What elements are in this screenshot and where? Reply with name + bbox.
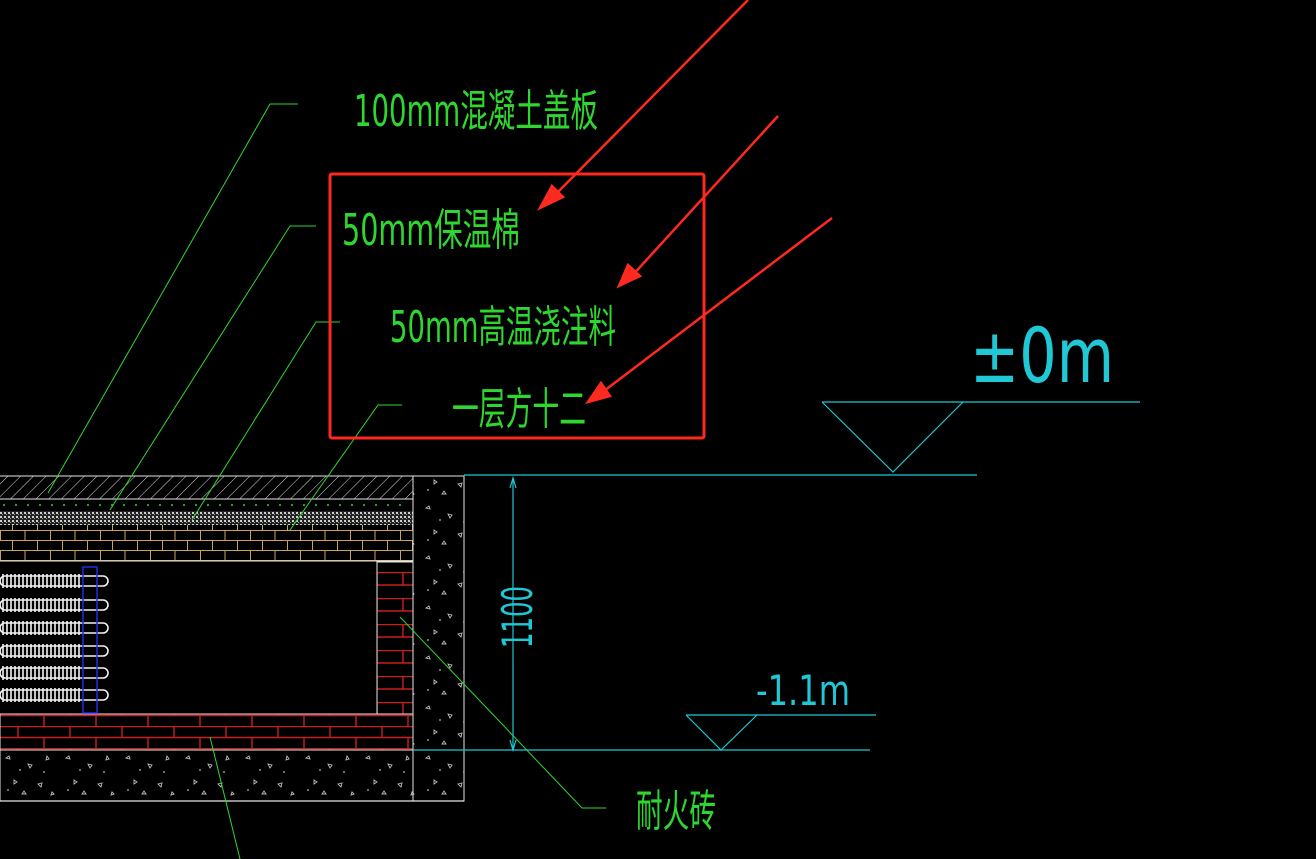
right-firebrick-column (376, 561, 414, 715)
insulation-layer (0, 500, 413, 511)
leader-brick (289, 404, 402, 531)
arrow-1-shaft (551, 0, 749, 199)
elevation-bottom: -1.1m (756, 666, 850, 715)
heating-rod (0, 666, 109, 680)
label-concrete-cover: 100mm混凝土盖板 (354, 86, 598, 137)
ground-triangle (821, 401, 964, 473)
insulation-dot (171, 504, 173, 506)
leader-castable (191, 321, 340, 521)
leader-firebrick (399, 616, 606, 809)
insulation-dot (399, 504, 401, 506)
label-insulation-wool: 50mm保温棉 (342, 205, 520, 256)
insulation-dot (351, 504, 353, 506)
insulation-dot (75, 504, 77, 506)
right-outer-wall (412, 475, 465, 802)
label-castable: 50mm高温浇注料 (390, 302, 616, 353)
arrow-1-head (537, 183, 566, 211)
insulation-dot (27, 504, 29, 506)
insulation-dot (3, 504, 5, 506)
heating-rod (0, 688, 109, 702)
insulation-dot (39, 504, 41, 506)
heating-rod (0, 574, 109, 588)
insulation-dot (339, 504, 341, 506)
insulation-dot (279, 504, 281, 506)
insulation-dot (183, 504, 185, 506)
arrow-3-shaft (599, 217, 833, 395)
leader-insulation (109, 225, 316, 511)
bottom-concrete (0, 749, 414, 802)
bottom-triangle (685, 714, 758, 751)
heating-rod (0, 644, 109, 658)
elevation-marks (413, 401, 1140, 753)
insulation-dot (63, 504, 65, 506)
insulation-dot (363, 504, 365, 506)
insulation-dot (303, 504, 305, 506)
castable-layer (0, 511, 413, 525)
insulation-dot (267, 504, 269, 506)
arrow-2-shaft (629, 115, 779, 279)
insulation-dot (99, 504, 101, 506)
elevation-ground: ±0m (970, 311, 1114, 400)
concrete-cover-layer (0, 476, 413, 499)
leader-lines (47, 103, 606, 859)
insulation-dot (243, 504, 245, 506)
leader-concrete-cover (47, 103, 298, 494)
insulation-dot (51, 504, 53, 506)
insulation-dot (195, 504, 197, 506)
dimension-depth: 1100 (493, 586, 542, 648)
insulation-dot (231, 504, 233, 506)
insulation-dot (315, 504, 317, 506)
insulation-dot (87, 504, 89, 506)
rod-support (82, 566, 98, 714)
bottom-firebrick-row (0, 713, 414, 751)
dimension-tick-bottom (509, 739, 517, 753)
insulation-dot (135, 504, 137, 506)
insulation-dot (159, 504, 161, 506)
insulation-dot (15, 504, 17, 506)
dimension-tick-top (509, 475, 517, 489)
brick-layer (0, 525, 413, 561)
heating-rod (0, 598, 109, 612)
insulation-dot (327, 504, 329, 506)
insulation-dot (147, 504, 149, 506)
insulation-dot (375, 504, 377, 506)
arrow-3-head (585, 380, 613, 405)
label-firebrick: 耐火砖 (636, 786, 716, 837)
insulation-dots (3, 504, 401, 506)
insulation-dot (219, 504, 221, 506)
insulation-dot (207, 504, 209, 506)
label-layer-note: 一层方十二 (452, 384, 586, 435)
insulation-dot (123, 504, 125, 506)
insulation-dot (291, 504, 293, 506)
insulation-dot (387, 504, 389, 506)
heating-elements (0, 574, 109, 702)
arrow-2-head (616, 262, 643, 289)
highlight-box (328, 172, 706, 440)
leader-bottom (209, 736, 241, 859)
red-arrows (537, 0, 833, 405)
insulation-dot (255, 504, 257, 506)
heating-rod (0, 621, 109, 635)
